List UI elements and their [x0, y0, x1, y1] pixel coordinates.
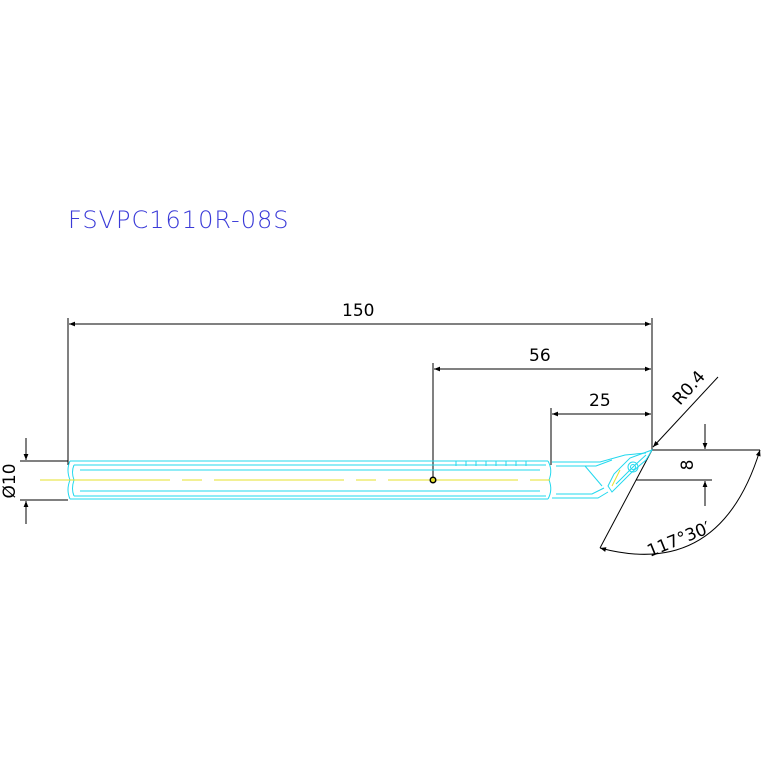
scale-ticks [455, 461, 527, 466]
dimension-label-diameter: Ø10 [0, 463, 20, 498]
cutting-insert [607, 449, 654, 493]
dimension-label-56: 56 [529, 346, 551, 366]
boring-bar-body [40, 460, 560, 500]
dimension-overall-length: 150 [67, 301, 653, 465]
dimension-label-150: 150 [342, 301, 374, 321]
tool-head [552, 449, 654, 499]
dimension-label-25: 25 [589, 391, 611, 411]
dimension-label-angle: 117°30′ [644, 518, 713, 561]
dimension-shank-diameter: Ø10 [0, 438, 68, 524]
corner-radius-callout: R0.4 [652, 367, 719, 448]
dimension-label-r04: R0.4 [669, 367, 710, 409]
dimension-length-to-pivot: 56 [432, 346, 651, 478]
dimension-label-8: 8 [678, 460, 698, 471]
part-number-title: FSVPC1610R-08S [68, 206, 289, 234]
dimension-head-length: 25 [550, 391, 651, 465]
